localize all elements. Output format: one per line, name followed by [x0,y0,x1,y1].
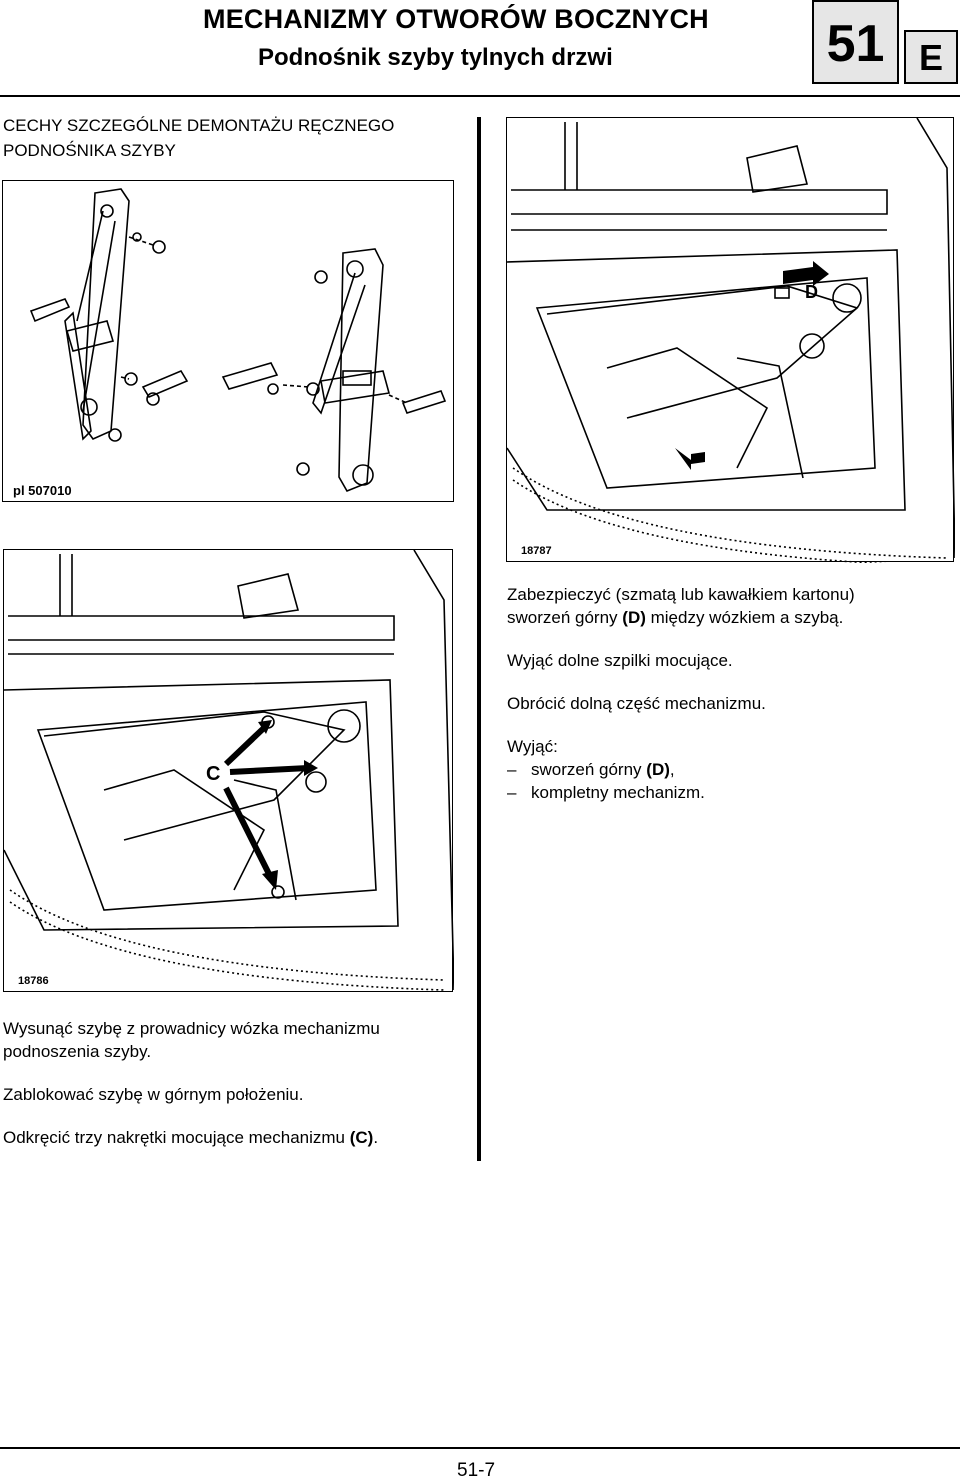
item1-text-pre: sworzeń górny [531,760,647,779]
item1-text-ref: (D) [646,760,670,779]
instruction-protect-line1: Zabezpieczyć (szmatą lub kawałkiem karto… [507,585,855,604]
column-divider-bar [477,117,481,1161]
door-drawing-d: D 18787 [507,118,955,563]
header-rule [0,95,960,97]
figure-door-pin-d: D 18787 [506,117,955,563]
instruction-lock-glass: Zablokować szybę w górnym położeniu. [3,1085,304,1104]
label-c: C [206,763,220,785]
right-instructions: Zabezpieczyć (szmatą lub kawałkiem karto… [507,583,947,804]
header-subtitle: Podnośnik szyby tylnych drzwi [258,44,613,71]
mechanism-figure-ref: pl 507010 [13,483,72,498]
label-d: D [805,282,818,302]
instruction-remove-item1: –sworzeń górny (D), [507,758,947,781]
instruction-remove-head: Wyjąć: [507,737,558,756]
unscrew-text-ref: (C) [349,1128,374,1147]
mechanism-drawing: pl 507010 [13,188,447,498]
protect-text-pre: sworzeń górny [507,608,623,627]
unscrew-text-post: . [373,1128,379,1147]
instruction-protect-line2: sworzeń górny (D) między wózkiem a szybą… [507,606,947,629]
dash-marker: – [507,783,517,802]
left-instructions: Wysunąć szybę z prowadnicy wózka mechani… [3,1017,473,1149]
instruction-remove-pins: Wyjąć dolne szpilki mocujące. [507,651,733,670]
dash-marker: – [507,760,517,779]
figure-door-nuts-c: C 18786 [3,549,454,992]
door-drawing-c: C 18786 [4,550,454,991]
chapter-letter-box: E [904,30,958,84]
section-title: CECHY SZCZEGÓLNE DEMONTAŻU RĘCZNEGO PODN… [3,113,394,163]
door-d-figure-ref: 18787 [521,545,552,557]
instruction-remove-item2: –kompletny mechanizm. [507,781,947,804]
chapter-number-box: 51 [812,0,899,84]
protect-text-ref: (D) [622,608,646,627]
instruction-rotate: Obrócić dolną część mechanizmu. [507,694,766,713]
instruction-slide-line1: Wysunąć szybę z prowadnicy wózka mechani… [3,1019,380,1038]
section-title-line1: CECHY SZCZEGÓLNE DEMONTAŻU RĘCZNEGO [3,116,395,135]
page-number: 51-7 [457,1460,496,1481]
door-c-figure-ref: 18786 [18,975,49,987]
header-title: MECHANIZMY OTWORÓW BOCZNYCH [203,4,709,34]
protect-text-post: między wózkiem a szybą. [645,608,844,627]
unscrew-text-pre: Odkręcić trzy nakrętki mocujące mechaniz… [3,1128,350,1147]
footer-rule [0,1447,960,1449]
figure-mechanism: pl 507010 [2,180,454,502]
section-title-line2: PODNOŚNIKA SZYBY [3,141,176,160]
instruction-unscrew-nuts: Odkręcić trzy nakrętki mocujące mechaniz… [3,1126,473,1149]
item2-text: kompletny mechanizm. [531,783,705,802]
item1-text-post: , [669,760,675,779]
instruction-slide-line2: podnoszenia szyby. [3,1042,152,1061]
